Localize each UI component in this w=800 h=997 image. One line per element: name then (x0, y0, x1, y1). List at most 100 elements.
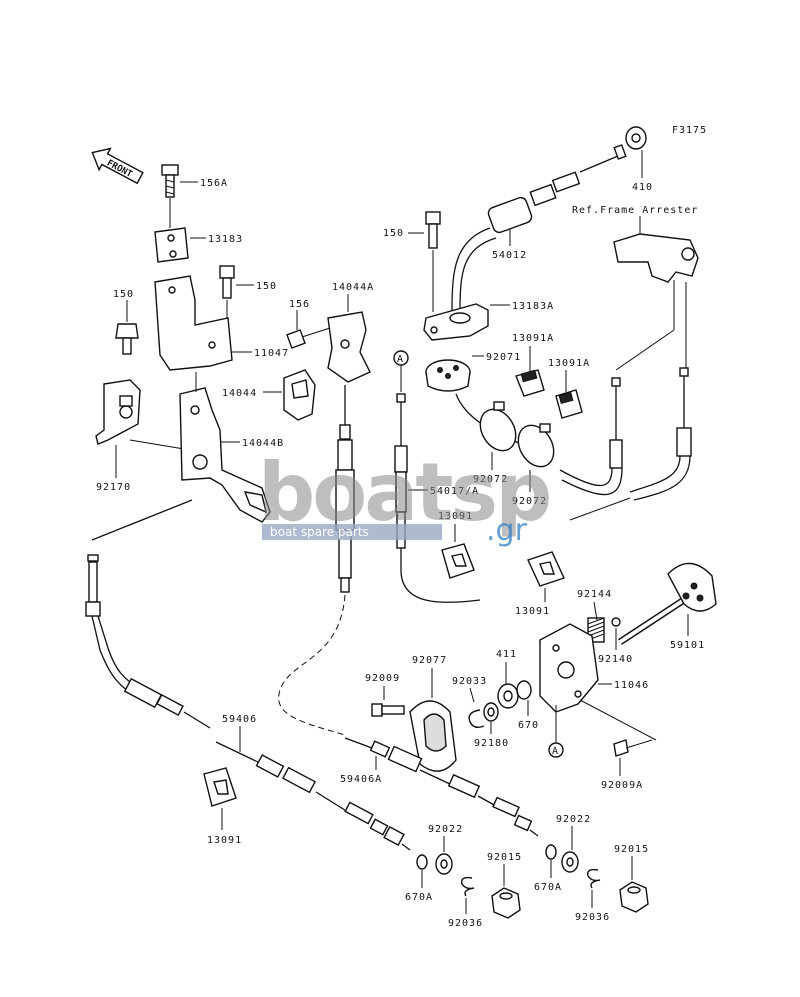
cable-center (335, 385, 355, 593)
label-92015-left: 92015 (487, 852, 522, 863)
bolt-156a (161, 164, 179, 198)
label-92015-right: 92015 (614, 844, 649, 855)
cable-54012 (451, 144, 627, 311)
label-13091-lower: 13091 (207, 835, 242, 846)
callout-a-lower-letter: A (552, 746, 559, 757)
clamp-14044 (283, 369, 316, 421)
label-13091-mid: 13091 (438, 511, 473, 522)
cables-right (559, 280, 692, 501)
clip-13091a-right (555, 389, 583, 419)
label-92072-right: 92072 (512, 496, 547, 507)
front-arrow-icon: FRONT (91, 147, 144, 185)
washer-92180 (483, 702, 499, 722)
label-11047: 11047 (254, 348, 289, 359)
nut-92015-right (619, 881, 649, 913)
clamp-14044a (327, 311, 371, 383)
figure-code: F3175 (672, 125, 707, 136)
knob-92077 (409, 700, 457, 772)
label-92036-left: 92036 (448, 918, 483, 929)
label-410: 410 (632, 182, 653, 193)
clamp-ring-92072-right (517, 423, 555, 468)
clip-13091a-left (515, 369, 545, 397)
label-150-upper: 150 (256, 281, 277, 292)
bolt-150-mid (425, 211, 441, 249)
bolt-150-left (115, 323, 139, 355)
clip-92036-left (461, 876, 475, 897)
screw-92009a (613, 739, 653, 757)
label-92140: 92140 (598, 654, 633, 665)
label-92033: 92033 (452, 676, 487, 687)
label-13183: 13183 (208, 234, 243, 245)
label-13183a: 13183A (512, 301, 554, 312)
washer-411 (497, 683, 519, 709)
plate-13183 (154, 227, 189, 263)
bolt-92009 (371, 703, 405, 717)
label-150-left: 150 (113, 289, 134, 300)
label-54012: 54012 (492, 250, 527, 261)
label-92072-left: 92072 (473, 474, 508, 485)
label-59101: 59101 (670, 640, 705, 651)
nut-92015-left (491, 887, 521, 919)
ring-670a-left (416, 854, 428, 870)
label-54017a: 54017/A (430, 486, 479, 497)
ring-670a-right (545, 844, 557, 860)
reference-note: Ref.Frame Arrester (572, 205, 698, 216)
label-14044: 14044 (222, 388, 257, 399)
label-14044b: 14044B (242, 438, 284, 449)
label-13091a-left: 13091A (512, 333, 554, 344)
washer-410 (625, 126, 647, 150)
cable-59406a (344, 737, 539, 837)
ring-670 (516, 680, 532, 700)
label-670a-left: 670A (405, 892, 433, 903)
label-411: 411 (496, 649, 517, 660)
label-11046: 11046 (614, 680, 649, 691)
washer-92022-left (435, 853, 453, 875)
washer-92022-right (561, 851, 579, 873)
label-92009a: 92009A (601, 780, 643, 791)
label-92144: 92144 (577, 589, 612, 600)
label-156: 156 (289, 299, 310, 310)
callout-a-lower (548, 742, 564, 758)
lever-59101 (618, 562, 717, 645)
clip-13091-mid (441, 543, 475, 579)
watermark-suffix: .gr (486, 513, 528, 548)
clip-13091-right (527, 551, 565, 587)
label-670: 670 (518, 720, 539, 731)
label-92071: 92071 (486, 352, 521, 363)
label-92036-right: 92036 (575, 912, 610, 923)
spring-92144 (587, 617, 605, 643)
cable-59406 (85, 499, 411, 851)
label-92180: 92180 (474, 738, 509, 749)
label-150-mid: 150 (383, 228, 404, 239)
label-59406a: 59406A (340, 774, 382, 785)
label-13091a-right: 13091A (548, 358, 590, 369)
label-92022-left: 92022 (428, 824, 463, 835)
clip-92033 (468, 709, 485, 729)
clip-92036-right (587, 868, 601, 889)
label-59406: 59406 (222, 714, 257, 725)
clamp-ring-92072-left (479, 401, 517, 452)
label-670a-right: 670A (534, 882, 562, 893)
clip-13091-lower (203, 767, 237, 807)
grommet-92071 (425, 359, 471, 392)
bolt-150-upper (219, 265, 235, 299)
label-92077: 92077 (412, 655, 447, 666)
clamp-92170 (95, 379, 141, 445)
watermark-main: boatsp (258, 446, 549, 539)
label-14044a: 14044A (332, 282, 374, 293)
plate-13183a (423, 303, 489, 341)
bracket-14044b (179, 387, 271, 523)
label-13091-right: 13091 (515, 606, 550, 617)
label-92022-right: 92022 (556, 814, 591, 825)
label-156a: 156A (200, 178, 228, 189)
label-92009: 92009 (365, 673, 400, 684)
pin-92140 (611, 617, 621, 627)
watermark-logo: boatsp boat spare parts .gr (258, 446, 552, 548)
bracket-11047 (154, 275, 233, 371)
label-92170: 92170 (96, 482, 131, 493)
watermark-sub: boat spare parts (270, 525, 369, 539)
callout-a-upper-letter: A (397, 354, 404, 365)
plate-11046 (539, 623, 599, 713)
frame-arrester-bracket (613, 233, 699, 283)
